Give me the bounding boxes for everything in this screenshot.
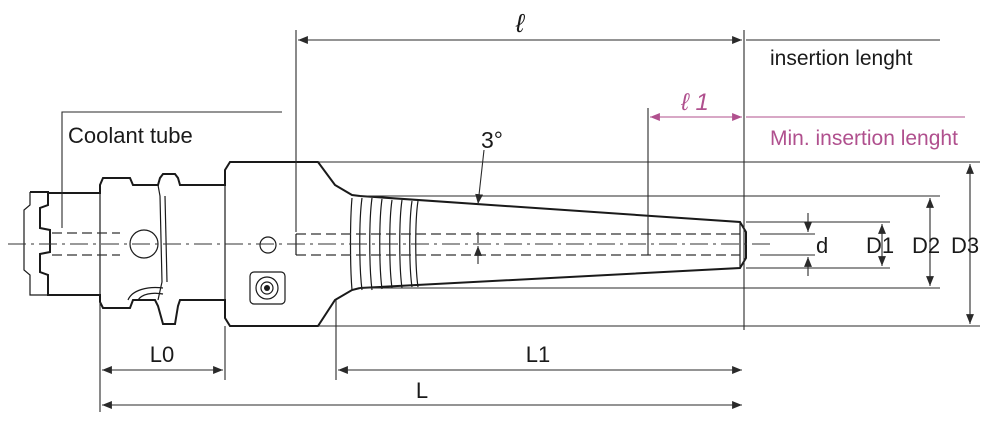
grip-rings (349, 197, 419, 291)
D3-label: D3 (951, 233, 979, 258)
coolant-tube-label: Coolant tube (68, 123, 193, 148)
min-insertion-length-label: Min. insertion lenght (770, 127, 958, 150)
side-hole (259, 236, 277, 254)
L-label: L (416, 378, 428, 403)
ell-label: ℓ (515, 8, 526, 38)
length-dimensions: L0 L1 L (99, 300, 742, 412)
insertion-length-dimension: ℓ insertion lenght (295, 8, 940, 330)
D2-label: D2 (912, 233, 940, 258)
key-slot (127, 286, 164, 301)
L0-label: L0 (150, 342, 174, 367)
min-insertion-length-dimension: ℓ 1 Min. insertion lenght (647, 89, 965, 255)
insertion-length-label: insertion lenght (770, 47, 913, 70)
coolant-tube-callout: Coolant tube (61, 111, 282, 228)
shank-left-face (23, 192, 48, 296)
diameter-dimensions: d D1 D2 D3 (318, 161, 980, 327)
D1-label: D1 (866, 233, 894, 258)
tool-holder-body (8, 161, 770, 327)
ell1-label: ℓ 1 (680, 89, 709, 116)
set-screw (249, 271, 286, 305)
taper-angle-callout: 3° (474, 127, 503, 264)
angle-label: 3° (481, 127, 503, 153)
d-label: d (816, 233, 828, 258)
tapered-extension (359, 195, 747, 289)
flange-groove-inner (164, 195, 168, 283)
flange-groove-top (157, 184, 163, 301)
L1-label: L1 (526, 342, 550, 367)
